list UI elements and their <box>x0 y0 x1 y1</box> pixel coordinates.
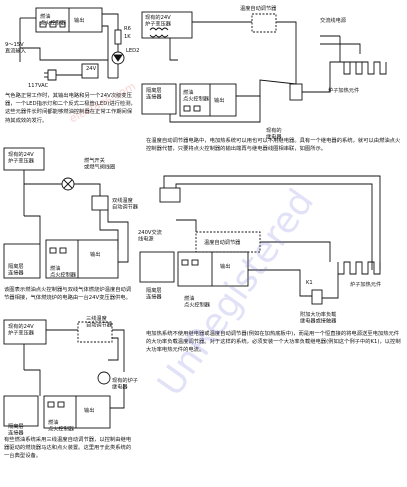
d4-ignitor-box <box>177 251 249 287</box>
d4-isolator-label: 隔离层连接器 <box>146 286 162 300</box>
d4-thermostat-label: 温度自动调节器 <box>204 238 241 246</box>
d3-bimetal-box <box>91 195 109 211</box>
d3-isolator-label: 隔离层连接器 <box>8 262 24 276</box>
d2-relay-coil <box>289 83 303 101</box>
d5-isolator-label: 隔离层连接器 <box>8 422 24 436</box>
d2-relay-label: 现有的继电器 <box>266 126 282 140</box>
d2-ac-label: 交流线电源 <box>320 16 347 24</box>
d3-ignitor-box <box>45 239 119 279</box>
d1-output-label: 输出 <box>74 16 84 24</box>
d4-output-label: 输出 <box>220 262 230 270</box>
d1-description: 气色路正常工作时，其输出电路和另一个24V次级变压器，一个LED指示灯和二个反式… <box>5 93 136 124</box>
d2-transformer-box <box>141 11 193 39</box>
d5-relay-label: 现有的炉子继电器 <box>112 376 138 390</box>
d3-bimetal-label: 双线温度自动调节器 <box>112 196 139 210</box>
d4-isolator-box <box>139 251 175 283</box>
d4-heater-label: 炉子加热元件 <box>350 280 381 288</box>
d5-isolator-box <box>3 395 39 427</box>
d1-led-label: LED2 <box>126 48 139 54</box>
d4-k1-label: K1 <box>306 280 313 286</box>
d1-24v-label: 24V <box>86 66 97 72</box>
d1-ac-label: 117VAC <box>28 83 49 89</box>
d1-r6-resistor <box>114 29 122 45</box>
d2-isolator-box <box>141 83 177 115</box>
d3-isolator-box <box>3 243 41 279</box>
d2-ignitor-box <box>179 83 237 117</box>
d2-thermostat-box <box>251 13 277 33</box>
d4-relay-k1 <box>311 289 323 305</box>
d2-thermostat-label: 温度自动调节器 <box>240 4 277 12</box>
d5-relay-icon <box>97 371 111 385</box>
d2-output-label: 输出 <box>214 96 224 104</box>
d3-description: 该图表示燃油点火控制器与双线气体燃烧炉温度自动调节器相接，气体燃烧炉的电路由一台… <box>4 287 132 302</box>
d5-description: 有些燃油系统采用三线温度自动调节器，以控制由继电器驱动的燃烧器马达和点火装置。这… <box>4 437 132 460</box>
d2-heater-element <box>343 61 387 75</box>
d5-ignitor-label: 燃油点火控制器 <box>48 418 75 432</box>
d4-ac-plug <box>159 187 181 203</box>
d5-three-wire-box <box>77 321 113 343</box>
d4-ac-label: 240V交流线电源 <box>138 228 162 242</box>
d4-relay-note: 附加大功率负载继电器或接触器 <box>300 310 337 324</box>
d5-three-wire-label: 三线温度自动调节器 <box>86 314 113 328</box>
d1-r6-label: R6 <box>124 26 131 32</box>
d1-ignitor-label: 燃油点火控制器 <box>40 12 67 26</box>
d4-description: 电加热系统不使用继电器或温度自动调节器(例如在加热底板中)，而是用一个恒直接的将… <box>146 331 401 354</box>
d1-r6-value: 1K <box>124 34 131 40</box>
d5-output-label: 输出 <box>84 406 94 414</box>
diagram-4-240v-heater: 温度自动调节器 240V交流线电源 炉子加热元件 隔离层连接器 燃油点火控制器 … <box>138 175 381 324</box>
d2-heater-label: 炉子加热元件 <box>328 86 359 94</box>
d3-gas-valve-label: 燃气开关或燃气阀线圈 <box>84 156 115 170</box>
d2-ignitor-label: 燃油点火控制器 <box>183 88 210 102</box>
d5-ignitor-box <box>43 395 111 429</box>
d4-ignitor-label: 燃油点火控制器 <box>184 294 211 308</box>
d3-output-label: 输出 <box>90 250 100 258</box>
d2-isolator-label: 隔离层连接器 <box>146 86 162 100</box>
d3-ignitor-label: 燃油点火控制器 <box>50 264 77 278</box>
d5-transformer-box <box>3 319 47 345</box>
d2-description: 在温度自动调节器电路中，电加热系统可以用也可以不用继电器。具有一个继电器的系统，… <box>146 138 401 153</box>
d4-heater-element <box>337 261 381 275</box>
